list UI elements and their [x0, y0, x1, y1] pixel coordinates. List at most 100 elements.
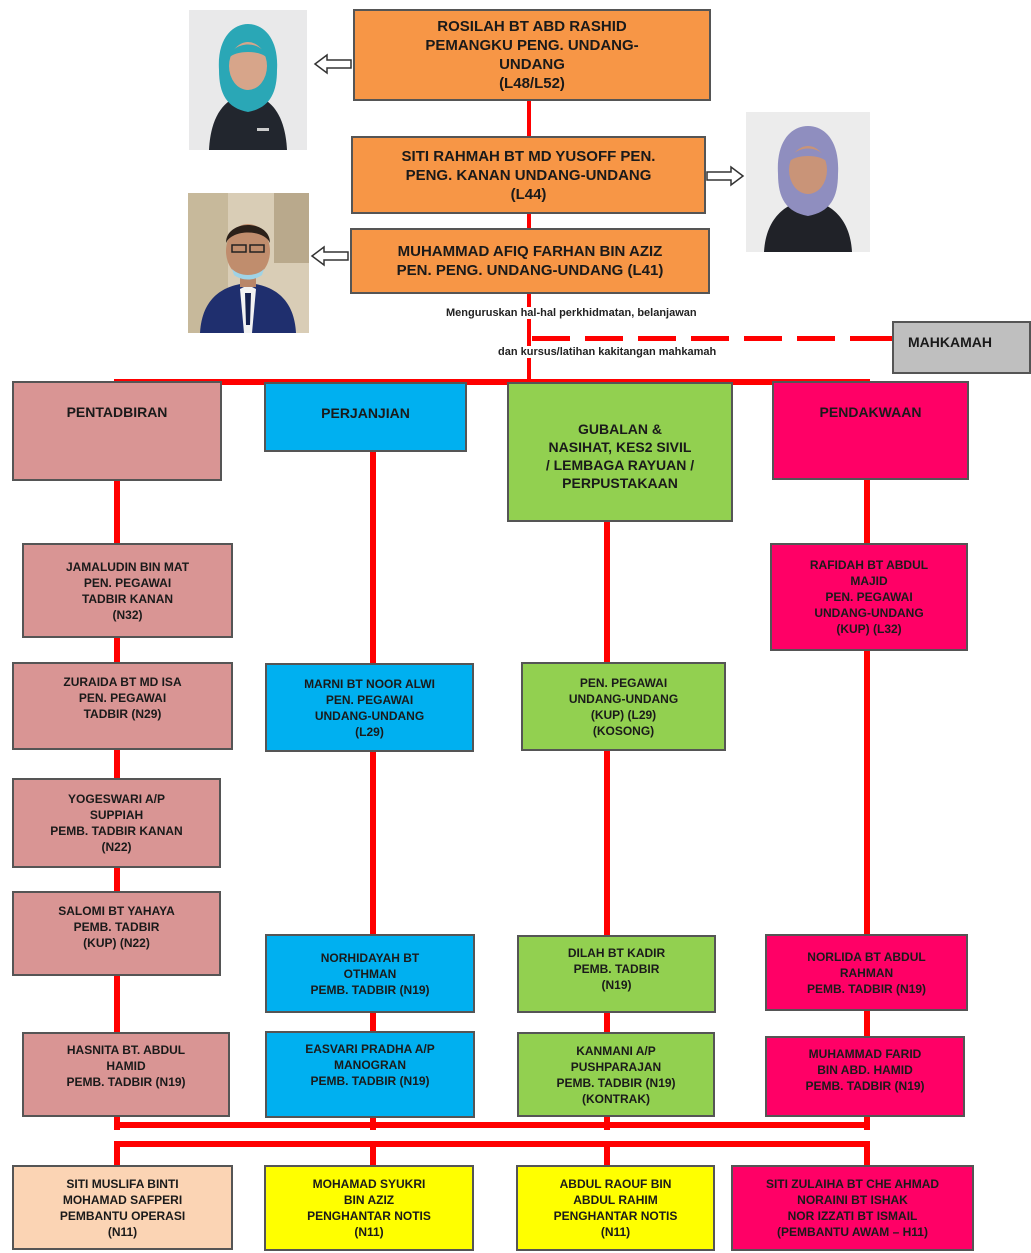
staff-line: PENGHANTAR NOTIS: [553, 1209, 678, 1223]
mahkamah-dash-6: [797, 336, 835, 341]
director-line-3: UNDANG: [499, 56, 565, 73]
staff-line: RAFIDAH BT ABDUL: [809, 558, 929, 572]
staff-line: MUHAMMAD FARID: [808, 1047, 922, 1061]
support-drop-2: [370, 1141, 376, 1165]
mahkamah-dash-3: [638, 336, 676, 341]
staff-line: PENGHANTAR NOTIS: [307, 1209, 431, 1223]
staff-line: NORAINI BT ISHAK: [797, 1193, 908, 1207]
staff-line: MOHAMAD SAFPERI: [62, 1192, 183, 1207]
staff-norhidayah: NORHIDAYAH BT OTHMAN PEMB. TADBIR (N19): [265, 934, 475, 1013]
staff-line: ABDUL RAHIM: [573, 1193, 658, 1207]
staff-line: (PEMBANTU AWAM – H11): [777, 1225, 928, 1239]
staff-line: MANOGRAN: [334, 1058, 406, 1072]
staff-line: PEMB. TADBIR (N19): [310, 1074, 430, 1088]
staff-hasnita: HASNITA BT. ABDUL HAMID PEMB. TADBIR (N1…: [22, 1032, 230, 1117]
senior-assistant-box: SITI RAHMAH BT MD YUSOFF PEN. PENG. KANA…: [351, 136, 706, 214]
staff-line: (KUP) (L32): [836, 622, 902, 636]
staff-line: PEN. PEGAWAI: [83, 575, 172, 590]
unit-gubalan-line-1: GUBALAN &: [578, 421, 662, 437]
staff-line: PEMB. TADBIR KANAN: [50, 824, 183, 838]
staff-yogeswari: YOGESWARI A/P SUPPIAH PEMB. TADBIR KANAN…: [12, 778, 221, 868]
pentadbiran-column-line: [114, 380, 120, 1130]
staff-line: PEMB. TADBIR (N19): [66, 1075, 186, 1089]
staff-easvari: EASVARI PRADHA A/P MANOGRAN PEMB. TADBIR…: [265, 1031, 475, 1118]
staff-line: (N22): [101, 840, 132, 854]
mahkamah-dash-7: [850, 336, 892, 341]
unit-gubalan-line-3: / LEMBAGA RAYUAN /: [545, 457, 695, 473]
staff-line: SALOMI BT YAHAYA: [58, 904, 175, 918]
staff-line: NORHIDAYAH BT: [320, 950, 420, 965]
siti-rahmah-photo: [746, 112, 870, 252]
staff-line: UNDANG-UNDANG: [568, 691, 679, 706]
staff-line: (L29): [355, 724, 384, 739]
staff-line: (KOSONG): [592, 723, 655, 738]
staff-line: OTHMAN: [343, 966, 397, 981]
admin-note-line-1: Menguruskan hal-hal perkhidmatan, belanj…: [444, 307, 699, 319]
staff-line: HASNITA BT. ABDUL: [66, 1043, 186, 1057]
staff-line: JAMALUDIN BIN MAT: [65, 559, 190, 574]
mahkamah-label: MAHKAMAH: [908, 334, 992, 350]
support-syukri: MOHAMAD SYUKRI BIN AZIZ PENGHANTAR NOTIS…: [264, 1165, 474, 1251]
mahkamah-dash-5: [744, 336, 782, 341]
director-line-4: (L48/L52): [499, 75, 565, 92]
staff-farid: MUHAMMAD FARID BIN ABD. HAMID PEMB. TADB…: [765, 1036, 965, 1117]
staff-rafidah: RAFIDAH BT ABDUL MAJID PEN. PEGAWAI UNDA…: [770, 543, 968, 651]
arrow-left-icon: [313, 53, 352, 75]
staff-line: PEMBANTU OPERASI: [59, 1208, 186, 1223]
staff-norlida: NORLIDA BT ABDUL RAHMAN PEMB. TADBIR (N1…: [765, 934, 968, 1011]
staff-jamaludin: JAMALUDIN BIN MAT PEN. PEGAWAI TADBIR KA…: [22, 543, 233, 638]
staff-line: TADBIR KANAN: [81, 591, 174, 606]
staff-line: UNDANG-UNDANG: [314, 708, 425, 723]
staff-line: BIN ABD. HAMID: [817, 1063, 913, 1077]
support-drop-3: [604, 1141, 610, 1165]
support-bar-lower-line: [114, 1141, 870, 1147]
unit-gubalan-line-4: PERPUSTAKAAN: [562, 475, 678, 491]
staff-marni: MARNI BT NOOR ALWI PEN. PEGAWAI UNDANG-U…: [265, 663, 474, 752]
staff-line: PEN. PEGAWAI: [325, 692, 414, 707]
assistant-line-1: MUHAMMAD AFIQ FARHAN BIN AZIZ: [397, 243, 663, 260]
mahkamah-dash-2: [585, 336, 623, 341]
staff-line: PEMB. TADBIR: [73, 920, 160, 934]
admin-note-line-2: dan kursus/latihan kakitangan mahkamah: [496, 346, 719, 358]
staff-line: DILAH BT KADIR: [567, 946, 666, 960]
staff-line: PUSHPARAJAN: [570, 1059, 662, 1074]
staff-line: PEMB. TADBIR (N19): [805, 1079, 925, 1093]
perjanjian-column-line: [370, 380, 376, 1130]
mahkamah-box: MAHKAMAH: [892, 321, 1031, 374]
staff-line: BIN AZIZ: [343, 1193, 395, 1207]
senior-assistant-line-2: PENG. KANAN UNDANG-UNDANG: [405, 166, 652, 184]
director-line-1: ROSILAH BT ABD RASHID: [437, 18, 627, 35]
staff-line: KANMANI A/P: [576, 1043, 656, 1058]
arrow-left-icon: [310, 245, 349, 267]
staff-line: HAMID: [106, 1059, 146, 1073]
unit-pentadbiran-label: PENTADBIRAN: [66, 404, 168, 420]
support-drop-4: [864, 1141, 870, 1165]
staff-line: PEN. PEGAWAI: [825, 590, 913, 604]
staff-line: ZURAIDA BT MD ISA: [63, 675, 182, 689]
staff-line: MARNI BT NOOR ALWI: [304, 676, 435, 691]
staff-kanmani: KANMANI A/P PUSHPARAJAN PEMB. TADBIR (N1…: [517, 1032, 715, 1117]
staff-line: PEMB. TADBIR (N19): [310, 982, 430, 997]
staff-line: PEN. PEGAWAI: [78, 691, 167, 705]
staff-line: (N19): [601, 978, 632, 992]
director-box: ROSILAH BT ABD RASHID PEMANGKU PENG. UND…: [353, 9, 711, 101]
senior-assistant-line-3: (L44): [510, 185, 547, 203]
staff-line: (N11): [107, 1224, 138, 1239]
staff-line: EASVARI PRADHA A/P: [305, 1042, 435, 1056]
assistant-box: MUHAMMAD AFIQ FARHAN BIN AZIZ PEN. PENG.…: [350, 228, 710, 294]
unit-pendakwaan-label: PENDAKWAAN: [819, 404, 922, 420]
support-bar-upper-line: [114, 1122, 870, 1128]
unit-gubalan-line-2: NASIHAT, KES2 SIVIL: [548, 439, 692, 455]
staff-line: SUPPIAH: [89, 808, 144, 822]
staff-salomi: SALOMI BT YAHAYA PEMB. TADBIR (KUP) (N22…: [12, 891, 221, 976]
arrow-right-icon: [706, 165, 745, 187]
support-zulaiha-group: SITI ZULAIHA BT CHE AHMAD NORAINI BT ISH…: [731, 1165, 974, 1251]
staff-line: (N11): [600, 1225, 631, 1239]
staff-line: MAJID: [850, 574, 888, 588]
staff-line: RAHMAN: [839, 965, 894, 980]
staff-line: SITI MUSLIFA BINTI: [66, 1176, 179, 1191]
staff-line: PEN. PEGAWAI: [579, 675, 668, 690]
staff-line: (KUP) (N22): [83, 936, 150, 950]
staff-vacant-officer: PEN. PEGAWAI UNDANG-UNDANG (KUP) (L29) (…: [521, 662, 726, 751]
unit-pendakwaan: PENDAKWAAN: [772, 381, 969, 480]
